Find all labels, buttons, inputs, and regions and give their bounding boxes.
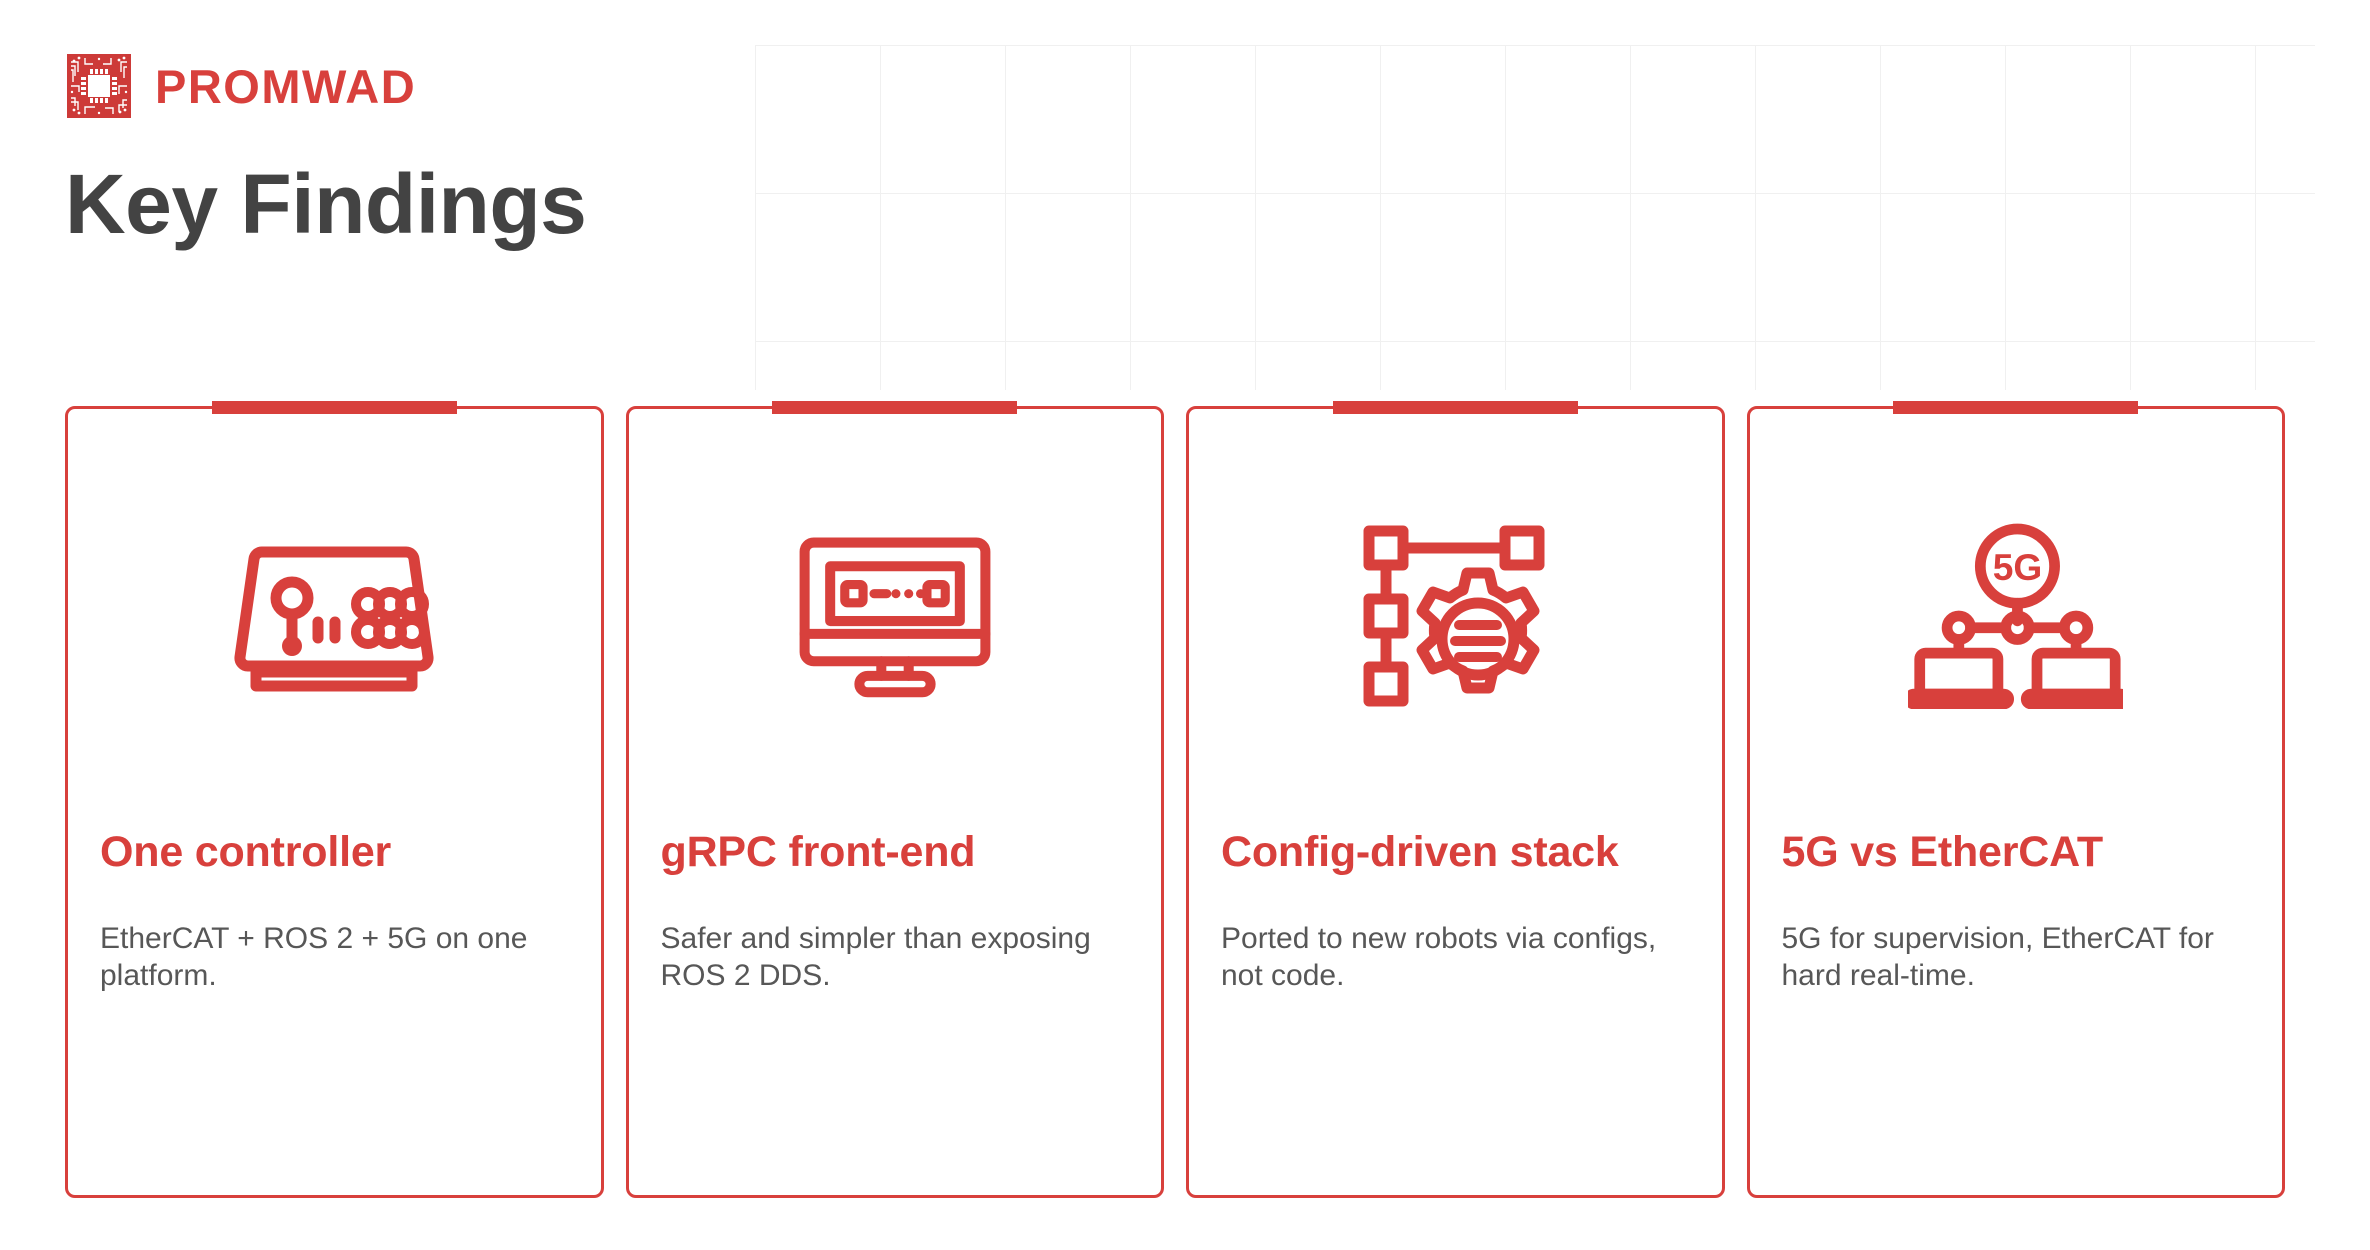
card-body: Ported to new robots via configs, not co… — [1221, 922, 1657, 992]
card-body: Safer and simpler than exposing ROS 2 DD… — [660, 922, 1091, 992]
card-title: 5G vs EtherCAT — [1781, 828, 2104, 876]
key-finding-card-grpc-front-end[interactable]: gRPC front-end Safer and simpler than ex… — [625, 401, 1164, 1198]
monitor-icon — [661, 501, 1130, 731]
card-body: EtherCAT + ROS 2 + 5G on one platform. — [100, 922, 528, 992]
card-top-tab — [1893, 401, 2139, 414]
brand-name: PROMWAD — [155, 59, 417, 113]
card-top-tab — [211, 401, 457, 414]
card-top-tab — [1332, 401, 1578, 414]
brand-lockup: PROMWAD — [65, 52, 586, 120]
background-grid — [755, 45, 2315, 390]
5g-network-icon: 5G — [1782, 501, 2251, 731]
key-finding-card-config-driven-stack[interactable]: Config-driven stack Ported to new robots… — [1186, 401, 1725, 1198]
control-panel-icon — [100, 501, 569, 731]
page-title: Key Findings — [65, 157, 587, 251]
svg-text:5G: 5G — [1993, 546, 2043, 588]
key-finding-card-5g-vs-ethercat[interactable]: 5G 5G vs EtherCAT 5G for supervision, Et… — [1746, 401, 2285, 1198]
key-findings-card-row: One controller EtherCAT + ROS 2 + 5G on … — [65, 401, 2285, 1198]
card-title: One controller — [100, 828, 392, 876]
card-top-tab — [772, 401, 1018, 414]
key-finding-card-one-controller[interactable]: One controller EtherCAT + ROS 2 + 5G on … — [65, 401, 604, 1198]
pcb-chip-icon — [65, 52, 133, 120]
card-body: 5G for supervision, EtherCAT for hard re… — [1781, 922, 2214, 992]
slide-header: PROMWAD Key Findings — [65, 52, 587, 251]
card-title: Config-driven stack — [1221, 828, 1619, 876]
card-title: gRPC front-end — [660, 828, 976, 876]
config-gear-icon — [1221, 501, 1690, 731]
